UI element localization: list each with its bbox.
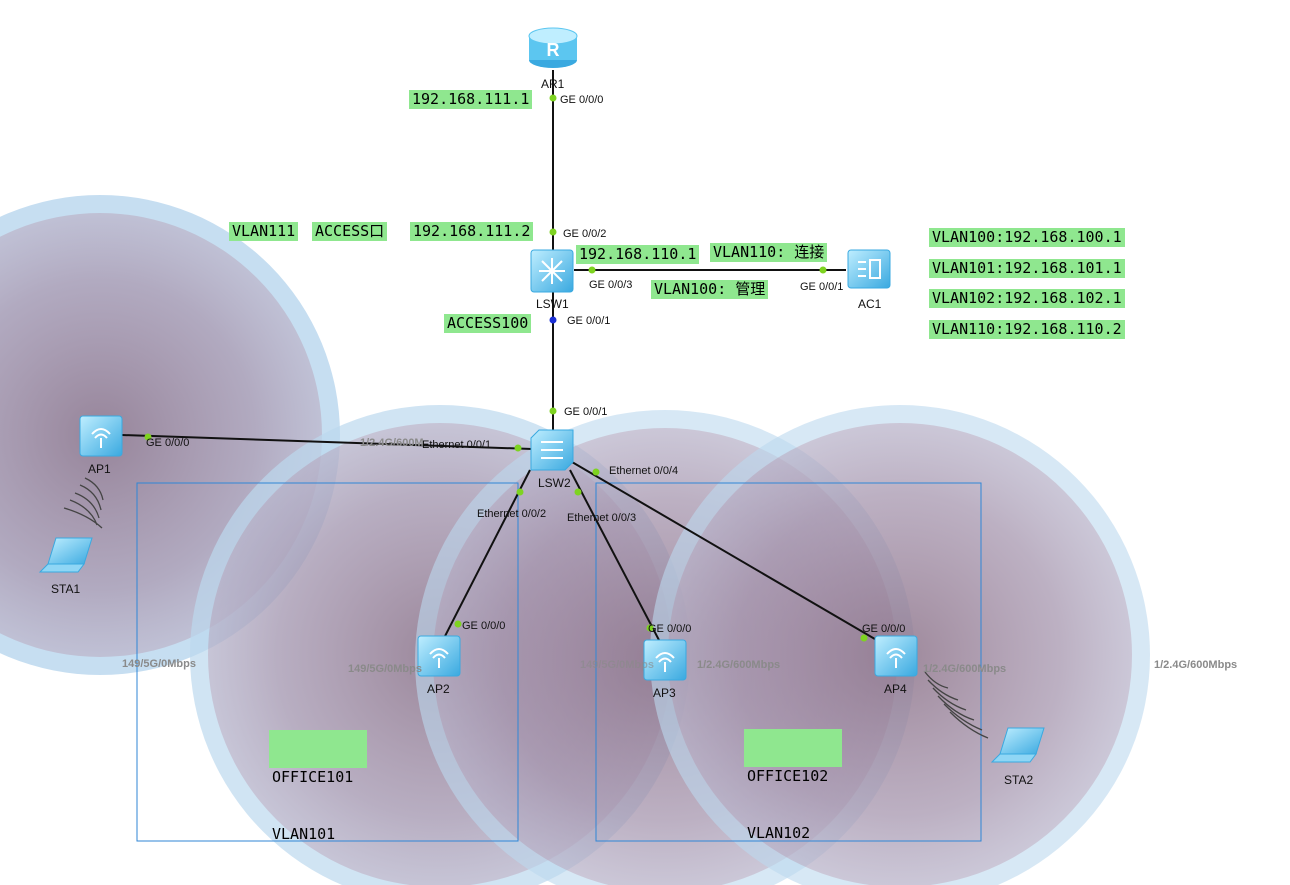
device-label-ar1: AR1 xyxy=(541,77,565,91)
access-port-label: ACCESS口 xyxy=(312,222,388,241)
ap-icon[interactable] xyxy=(643,639,687,681)
wireless-label: 1/2.4G/600M xyxy=(360,437,424,449)
signal-ap1-sta1 xyxy=(63,477,104,529)
port-label: GE 0/0/1 xyxy=(564,406,607,418)
port-label: Ethernet 0/0/2 xyxy=(477,508,546,520)
vlan100-mgmt-label: VLAN100: 管理 xyxy=(651,280,769,299)
device-label-ap3: AP3 xyxy=(653,686,676,700)
office101-vlan: VLAN101 xyxy=(272,825,336,843)
lsw1-ip111-label: 192.168.111.2 xyxy=(410,222,534,241)
access-switch-icon[interactable] xyxy=(530,429,574,471)
port-dot-lsw1-ge001 xyxy=(549,316,557,324)
ap-icon[interactable] xyxy=(874,635,918,677)
lsw1-ip110-label: 192.168.110.1 xyxy=(576,245,700,264)
wireless-label: 1/2.4G/600Mbps xyxy=(697,659,780,671)
port-label: GE 0/0/0 xyxy=(862,623,905,635)
device-label-sta1: STA1 xyxy=(51,582,80,596)
laptop-icon[interactable] xyxy=(38,537,93,573)
office101-name: OFFICE101 xyxy=(272,768,354,786)
office102-name: OFFICE102 xyxy=(747,767,829,785)
port-label: Ethernet 0/0/3 xyxy=(567,512,636,524)
signal-ap4-sta2 xyxy=(924,671,989,739)
wireless-label: 1/2.4G/600Mbps xyxy=(923,663,1006,675)
device-label-sta2: STA2 xyxy=(1004,773,1033,787)
device-label-lsw2: LSW2 xyxy=(538,476,571,490)
vlan111-label: VLAN111 xyxy=(229,222,299,241)
office102-vlan: VLAN102 xyxy=(747,824,811,842)
port-label: GE 0/0/3 xyxy=(589,279,632,291)
link-lsw2-ap4 xyxy=(571,461,881,643)
device-label-ap2: AP2 xyxy=(427,682,450,696)
office101-label: OFFICE101 VLAN101 xyxy=(269,730,367,843)
links xyxy=(121,70,881,643)
gateway-vlan102-label: VLAN102:192.168.102.1 xyxy=(929,289,1125,308)
link-lsw2-ap2 xyxy=(441,469,531,643)
laptop-icon[interactable] xyxy=(990,727,1045,763)
svg-text:R: R xyxy=(547,40,560,60)
wireless-label: 1/2.4G/600Mbps xyxy=(1154,659,1237,671)
port-dots xyxy=(144,94,868,642)
vlan110-link-label: VLAN110: 连接 xyxy=(710,243,828,262)
router-icon[interactable]: R xyxy=(528,27,578,68)
wireless-label: 149/5G/0Mbps xyxy=(348,663,422,675)
device-label-lsw1: LSW1 xyxy=(536,297,569,311)
wireless-label: 149/5G/0Mbps xyxy=(580,659,654,671)
ap-icon[interactable] xyxy=(79,415,123,457)
port-label: GE 0/0/0 xyxy=(648,623,691,635)
gateway-vlan101-label: VLAN101:192.168.101.1 xyxy=(929,259,1125,278)
office102-area xyxy=(595,482,982,842)
device-label-ac1: AC1 xyxy=(858,297,882,311)
device-label-ap1: AP1 xyxy=(88,462,111,476)
core-switch-icon[interactable] xyxy=(530,249,574,293)
port-label: GE 0/0/0 xyxy=(146,437,189,449)
port-label: GE 0/0/1 xyxy=(567,315,610,327)
ap-icon[interactable] xyxy=(417,635,461,677)
wireless-label: 149/5G/0Mbps xyxy=(122,658,196,670)
port-label: GE 0/0/2 xyxy=(563,228,606,240)
port-label: GE 0/0/1 xyxy=(800,281,843,293)
gateway-vlan110-label: VLAN110:192.168.110.2 xyxy=(929,320,1125,339)
port-label: GE 0/0/0 xyxy=(462,620,505,632)
port-label: Ethernet 0/0/1 xyxy=(422,439,491,451)
link-lsw2-ap1 xyxy=(121,434,533,450)
office102-label: OFFICE102 VLAN102 xyxy=(744,729,842,842)
office101-area xyxy=(136,482,519,842)
port-label: GE 0/0/0 xyxy=(560,94,603,106)
device-label-ap4: AP4 xyxy=(884,682,907,696)
ac-icon[interactable] xyxy=(847,249,891,289)
link-lsw2-ap3 xyxy=(569,469,661,643)
access100-label: ACCESS100 xyxy=(444,314,532,333)
ar1-ip-label: 192.168.111.1 xyxy=(409,90,533,109)
gateway-vlan100-label: VLAN100:192.168.100.1 xyxy=(929,228,1125,247)
port-label: Ethernet 0/0/4 xyxy=(609,465,678,477)
